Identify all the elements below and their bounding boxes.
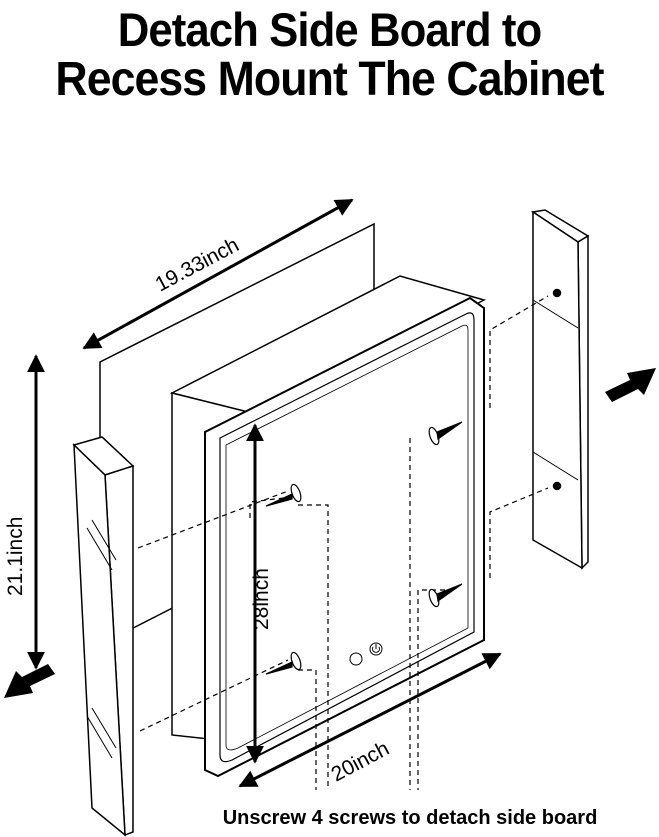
- right-side-board: [531, 209, 590, 570]
- screw-hole: [552, 288, 562, 298]
- screw-icon: [428, 421, 463, 446]
- front-width-label: 20inch: [328, 737, 393, 786]
- caption: Unscrew 4 screws to detach side board: [223, 807, 598, 829]
- title-line-1: Detach Side Board to: [117, 3, 542, 56]
- screw-hole: [552, 481, 562, 491]
- front-height-label: 28inch: [250, 568, 273, 630]
- dimension-arrows: [27, 198, 502, 788]
- arrow-right-icon: [605, 368, 656, 402]
- screw-icon: [265, 483, 302, 507]
- arrow-left-icon: [4, 664, 55, 698]
- side-height-label: 21.1inch: [4, 517, 27, 596]
- left-side-board: [72, 436, 135, 837]
- title-line-2: Recess Mount The Cabinet: [55, 53, 604, 106]
- screw-icon: [428, 583, 463, 608]
